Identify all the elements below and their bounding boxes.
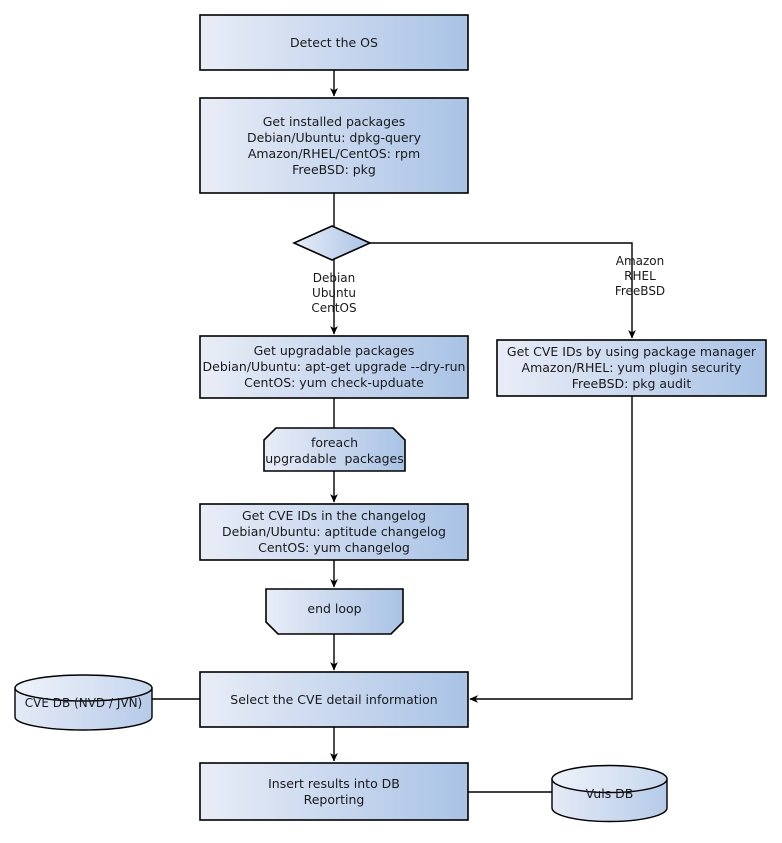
- node-insert-results-into-db: [199, 762, 469, 821]
- node-get-installed-packages: [199, 97, 469, 194]
- node-foreach-loop-start: [263, 427, 406, 472]
- node-get-upgradable-packages: [199, 335, 469, 399]
- edge-package-manager-to-select: [469, 396, 633, 703]
- node-vuls-db: [551, 764, 668, 823]
- node-cve-db: [14, 674, 153, 731]
- node-detect-os: [199, 14, 469, 71]
- node-end-loop: [265, 588, 404, 635]
- edge-label-branch-left: Debian Ubuntu CentOS: [311, 271, 357, 315]
- node-get-cve-ids-changelog: [199, 503, 469, 561]
- edge-label-branch-right: Amazon RHEL FreeBSD: [614, 254, 666, 298]
- edge-decision-to-package-manager: [370, 242, 636, 339]
- node-select-cve-detail: [199, 671, 469, 728]
- node-os-decision: [292, 225, 372, 261]
- node-get-cve-ids-package-manager: [496, 339, 767, 397]
